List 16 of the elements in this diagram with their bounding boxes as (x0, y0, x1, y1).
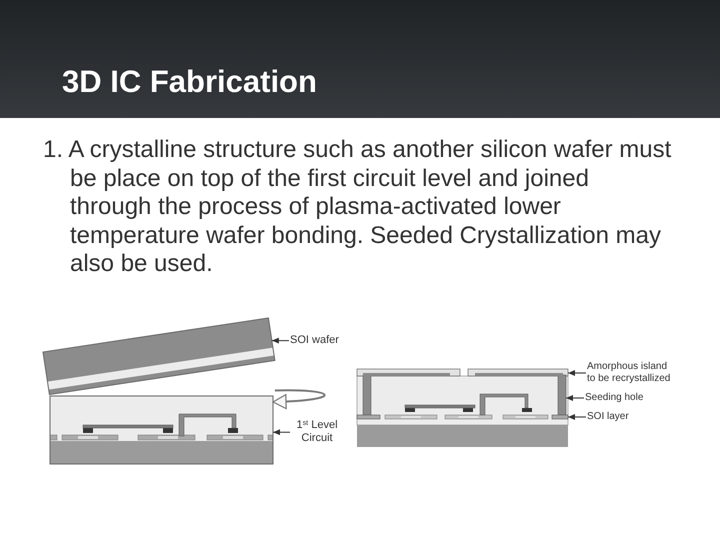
soi-layer-pad (552, 414, 568, 420)
leader-line (271, 338, 290, 344)
slide-title: 3D IC Fabrication (62, 64, 317, 100)
leader-line (566, 395, 584, 401)
circuit-cross-section (50, 396, 274, 464)
leader-line (568, 370, 586, 376)
callout-label: SOI layer (587, 411, 629, 423)
callout-label: Amorphous island to be recrystallized (587, 361, 675, 385)
seeding-hole-pillar (558, 374, 566, 416)
callout-label: SOI wafer (290, 334, 339, 348)
curved-arrow (272, 389, 326, 410)
callout-label: Seeding hole (585, 392, 644, 404)
leader-line (272, 429, 290, 436)
leader-line (568, 414, 586, 420)
list-item-text: 1. A crystalline structure such as another silicon wafer must be place on top of the first circuit level and joined through the process of plasma-activated lower temperature wafer bonding. Seeded Crystallization may also be used. (43, 136, 672, 279)
callout-label: 1$^{st}$ Level Circuit (291, 419, 343, 446)
